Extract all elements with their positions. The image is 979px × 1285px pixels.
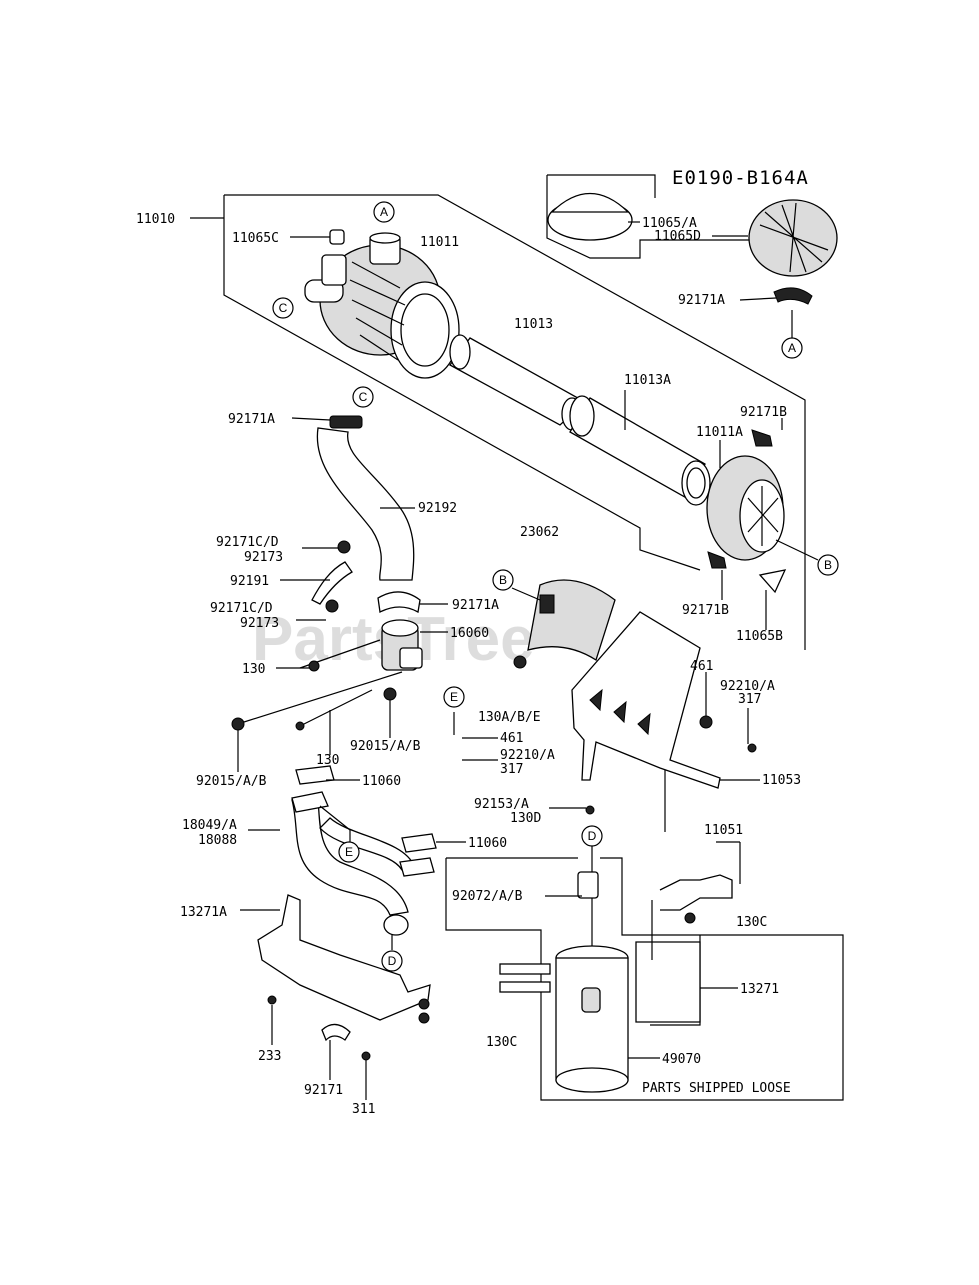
label-92153a: 92153/A xyxy=(474,797,529,812)
ref-marker-c-top: C xyxy=(272,297,294,319)
box-note: PARTS SHIPPED LOOSE xyxy=(642,1081,791,1096)
exhaust-elbow-part xyxy=(231,619,423,731)
label-92171b-bot: 92171B xyxy=(682,603,729,618)
leader-lines xyxy=(190,217,783,1100)
part-labels: 11010 11065C 11011 11065/A 11065D 92171A… xyxy=(136,212,801,1117)
ref-marker-d-pipe: D xyxy=(381,935,403,972)
label-92072ab: 92072/A/B xyxy=(452,889,523,904)
label-130c-1: 130C xyxy=(736,915,767,930)
label-317-left: 317 xyxy=(500,762,523,777)
ref-marker-a-top: A xyxy=(373,201,395,223)
label-130abe: 130A/B/E xyxy=(478,710,541,725)
filter-element-part xyxy=(449,334,711,506)
label-11060-2: 11060 xyxy=(468,836,507,851)
label-11011a: 11011A xyxy=(696,425,743,440)
label-92192: 92192 xyxy=(418,501,457,516)
diagram-code: E0190-B164A xyxy=(672,167,809,189)
ref-marker-b-shield: B xyxy=(492,569,541,601)
svg-text:C: C xyxy=(279,301,288,315)
label-11053: 11053 xyxy=(762,773,801,788)
ref-marker-b-right: B xyxy=(775,539,839,576)
label-11010: 11010 xyxy=(136,212,175,227)
muffler-part xyxy=(499,871,733,1093)
label-18088: 18088 xyxy=(198,833,237,848)
label-92171a-hose: 92171A xyxy=(228,412,275,427)
label-11051: 11051 xyxy=(704,823,743,838)
svg-text:A: A xyxy=(788,341,796,355)
label-13271: 13271 xyxy=(740,982,779,997)
svg-text:E: E xyxy=(345,845,353,859)
label-18049a: 18049/A xyxy=(182,818,237,833)
ref-marker-d-muffler: D xyxy=(581,825,603,946)
label-11013: 11013 xyxy=(514,317,553,332)
label-130-2: 130 xyxy=(316,753,339,768)
ref-marker-e-bolt: E xyxy=(443,686,465,708)
label-317-right: 317 xyxy=(738,692,761,707)
label-13271a: 13271A xyxy=(180,905,227,920)
label-130-1: 130 xyxy=(242,662,265,677)
label-461-left: 461 xyxy=(500,731,523,746)
label-92171a-mid: 92171A xyxy=(452,598,499,613)
air-cleaner-body-part xyxy=(304,229,460,379)
label-92015ab-2: 92015/A/B xyxy=(196,774,267,789)
label-11065c: 11065C xyxy=(232,231,279,246)
label-92171cd-1: 92171C/D xyxy=(216,535,279,550)
svg-text:C: C xyxy=(359,390,368,404)
exhaust-pipe-part xyxy=(291,765,437,936)
label-92171a-top: 92171A xyxy=(678,293,725,308)
label-130d: 130D xyxy=(510,811,541,826)
label-461-right: 461 xyxy=(690,659,713,674)
label-92015ab-1: 92015/A/B xyxy=(350,739,421,754)
ref-marker-c-hose: C xyxy=(352,386,374,408)
svg-text:A: A xyxy=(380,205,388,219)
label-92173-1: 92173 xyxy=(244,550,283,565)
air-cleaner-cap-part xyxy=(706,429,787,594)
heat-shield-part xyxy=(257,894,431,1061)
assembly-outlines xyxy=(223,174,844,1101)
label-92210a-right: 92210/A xyxy=(720,679,775,694)
label-11060-1: 11060 xyxy=(362,774,401,789)
label-233: 233 xyxy=(258,1049,281,1064)
label-92173-2: 92173 xyxy=(240,616,279,631)
muffler-shield-part xyxy=(513,579,757,832)
label-92191: 92191 xyxy=(230,574,269,589)
label-92171: 92171 xyxy=(304,1083,343,1098)
ref-marker-e-pipe: E xyxy=(338,841,360,863)
label-11013a: 11013A xyxy=(624,373,671,388)
svg-text:B: B xyxy=(499,573,507,587)
label-92171cd-2: 92171C/D xyxy=(210,601,273,616)
svg-text:D: D xyxy=(588,829,597,843)
svg-text:B: B xyxy=(824,558,832,572)
label-11065b: 11065B xyxy=(736,629,783,644)
label-49070: 49070 xyxy=(662,1052,701,1067)
label-16060: 16060 xyxy=(450,626,489,641)
intake-hose-part xyxy=(311,415,421,614)
label-92171b-top: 92171B xyxy=(740,405,787,420)
label-92210a-left: 92210/A xyxy=(500,748,555,763)
svg-text:D: D xyxy=(388,954,397,968)
label-130c-2: 130C xyxy=(486,1035,517,1050)
label-23062: 23062 xyxy=(520,525,559,540)
label-11011: 11011 xyxy=(420,235,459,250)
label-11065a: 11065/A xyxy=(642,216,697,231)
svg-text:E: E xyxy=(450,690,458,704)
dust-cap-part xyxy=(547,192,838,305)
label-311: 311 xyxy=(352,1102,375,1117)
ref-marker-a-right: A xyxy=(781,310,803,359)
label-11065d: 11065D xyxy=(654,229,701,244)
